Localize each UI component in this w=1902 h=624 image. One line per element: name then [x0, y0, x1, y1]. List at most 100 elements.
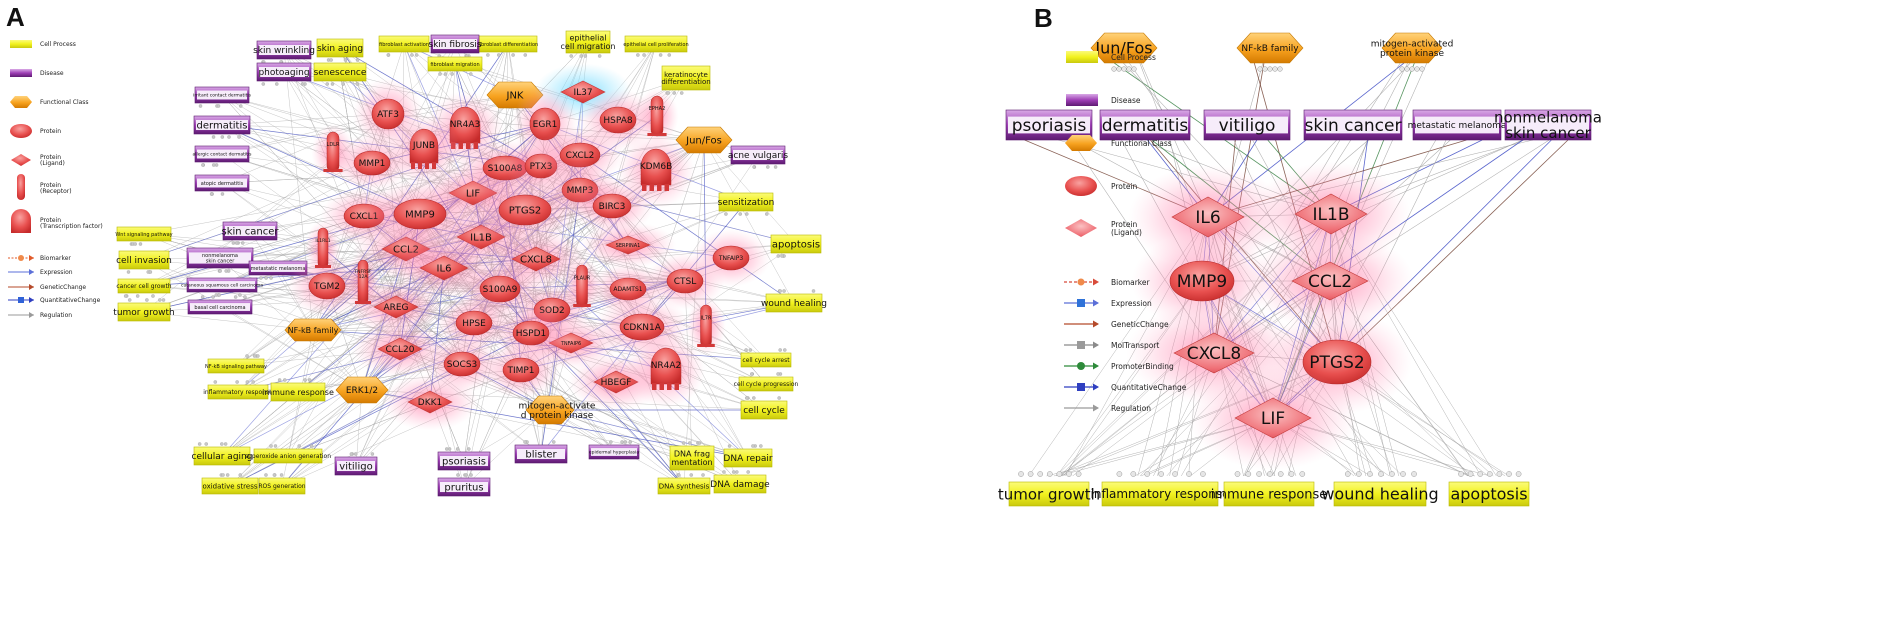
cell-invasion-node: cell invasion [116, 250, 172, 270]
il1b-label: IL1B [1313, 205, 1350, 225]
edge-endpoint [161, 298, 166, 302]
oxidative-stress-node: oxidative stress [201, 477, 259, 495]
regulation-edge [703, 139, 795, 304]
epha2-label: EPHA2 [649, 106, 666, 112]
edge-endpoint [220, 192, 225, 196]
edge-endpoint [1047, 471, 1053, 477]
edge-arrow [1093, 341, 1099, 349]
edge-endpoint [1399, 66, 1405, 72]
disease-label-bg [517, 448, 565, 460]
skin-aging-node: skin aging [316, 38, 364, 58]
metastatic-melanoma-node: metastatic melanoma [1408, 109, 1506, 141]
edge-endpoint [349, 452, 354, 456]
cell-cycle-node: cell cycle [740, 400, 788, 420]
edge-endpoint [1288, 471, 1295, 477]
wound-healing-label: wound healing [1321, 485, 1438, 504]
cancer-cell-growth-label: cancer cell growth [116, 283, 171, 290]
edge-endpoint [133, 242, 137, 246]
receptor-base [323, 169, 343, 172]
edge-endpoint [1277, 66, 1283, 72]
tf-foot [649, 184, 654, 191]
mmp1-label: MMP1 [359, 159, 386, 169]
legend-b-edge-5: QuantitativeChange [1064, 383, 1187, 392]
skin-cancer-label: skin cancer [221, 227, 279, 238]
disease-label-bg [591, 448, 637, 456]
immune-response-label: immune response [262, 388, 334, 397]
disease-label-bg [197, 90, 247, 100]
edge-endpoint [523, 53, 528, 57]
dna-repair-label: DNA repair [723, 454, 772, 464]
s100a9-label: S100A9 [483, 285, 518, 295]
edge-endpoint [303, 378, 307, 382]
edge-endpoint [464, 473, 469, 477]
edge-endpoint [778, 348, 782, 352]
ligand-diamond [1291, 261, 1369, 301]
edge-endpoint [773, 165, 778, 169]
tf-foot [466, 142, 471, 149]
lif-label: LIF [466, 189, 481, 200]
tf-foot [458, 142, 463, 149]
quant-square [1077, 383, 1085, 391]
legend-a-node-0: Cell Process [10, 40, 76, 48]
protein-ellipse [712, 245, 750, 271]
immune-response-label: immune response [1211, 488, 1328, 503]
disease-label-bg [1008, 116, 1090, 134]
functional-class-swatch [10, 96, 32, 108]
receptor-base [573, 304, 591, 307]
vitiligo-node: vitiligo [1203, 109, 1291, 141]
cell-process-box [117, 278, 171, 294]
tnfaip3-label: TNFAIP3 [718, 255, 744, 262]
cell-cycle-progression-node: cell cycle progression [734, 376, 799, 392]
ligand-swatch [1065, 219, 1097, 237]
legend-a-edge-3: QuantitativeChange [8, 297, 101, 304]
legend-b-edge-3: MolTransport [1064, 341, 1159, 350]
wound-healing-node: wound healing [1321, 481, 1439, 507]
cell-process-box [1101, 481, 1219, 507]
fibroblast-differentiation-node: fibroblast differentiation [478, 35, 538, 53]
edge-endpoint [251, 380, 255, 384]
edge-endpoint [1299, 471, 1306, 477]
edge-endpoint [138, 242, 143, 246]
inflammatory-response-node: inflammatory response [1091, 481, 1229, 507]
cxcl8-label: CXCL8 [520, 255, 552, 266]
ros-generation-label: ROS generation [258, 483, 305, 490]
disease-label-bg [190, 303, 250, 311]
edge-endpoint [325, 82, 330, 86]
legend-b-edge-label: Expression [1111, 299, 1152, 308]
edge-endpoint [277, 378, 282, 382]
ctsl-node: CTSL [645, 252, 725, 310]
legend-b-node-3: Protein [1065, 176, 1138, 196]
cell-process-box [624, 35, 688, 53]
legend-a-edge-2: GeneticChange [8, 284, 86, 291]
legend-b-node-4: Protein(Ligand) [1065, 219, 1142, 237]
edge-endpoint [329, 58, 333, 62]
ligand-swatch [11, 154, 31, 166]
protein-ellipse [393, 198, 447, 230]
edge-endpoint [751, 444, 755, 448]
edge-arrow [29, 297, 34, 303]
tf-foot [659, 383, 664, 390]
disease-label-bg [337, 460, 375, 472]
receptor-shape [357, 259, 369, 305]
edge-endpoint [1515, 471, 1522, 477]
oxidative-stress-label: oxidative stress [203, 482, 258, 490]
junb-label: JUNB [412, 141, 435, 151]
dermatitis-label: dermatitis [197, 121, 248, 132]
dermatitis-label: dermatitis [1102, 116, 1189, 136]
cxcl2-label: CXCL2 [566, 151, 595, 161]
cell-process-box [118, 250, 170, 270]
skin-aging-label: skin aging [317, 44, 363, 54]
senescence-node: senescence [314, 62, 367, 82]
edge-endpoint [261, 82, 266, 86]
transcription-factor-shape [409, 128, 439, 164]
tf-foot [473, 142, 478, 149]
cell-process-box [116, 226, 172, 242]
tf-foot [657, 184, 662, 191]
edge-endpoint [759, 444, 763, 448]
edge-arrow [29, 312, 34, 318]
metastatic-melanoma-label: metastatic melanoma [251, 266, 306, 272]
cell-process-box [657, 477, 711, 495]
regulation-edge [219, 306, 363, 391]
